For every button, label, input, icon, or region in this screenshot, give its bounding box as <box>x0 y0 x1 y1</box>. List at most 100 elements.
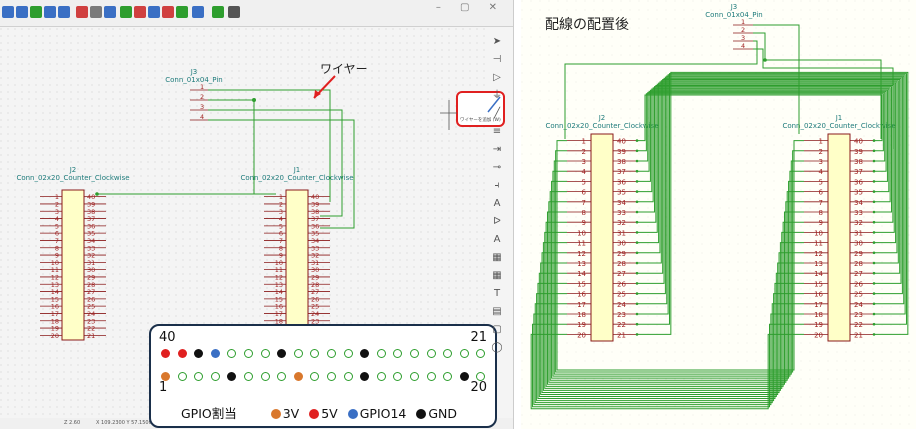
left-j2-body <box>61 189 85 341</box>
left-j1-pin-left: 8 <box>279 244 283 252</box>
right-j1-pin-left: 19 <box>814 321 823 329</box>
right-j1-pin-right: 32 <box>854 219 863 227</box>
toolbar-tool-icon[interactable] <box>76 6 88 18</box>
toolbar-tool-icon[interactable] <box>192 6 204 18</box>
side-tool-icon[interactable]: A <box>493 198 501 209</box>
left-j2-pin-right: 24 <box>87 310 95 318</box>
gpio-label-bottom-left: 1 <box>159 380 168 395</box>
side-tool-icon[interactable]: ➤ <box>492 36 502 47</box>
toolbar-tool-icon[interactable] <box>104 6 116 18</box>
wire-pair-left <box>553 160 804 375</box>
wire-pair-left <box>533 313 804 406</box>
wire-junction <box>635 312 639 316</box>
right-j1-pin-left: 9 <box>819 219 823 227</box>
wire-junction <box>872 169 876 173</box>
after-wiring-title: 配線の配置後 <box>545 17 629 33</box>
wire-junction <box>635 292 639 295</box>
side-tool-icon[interactable]: ▷ <box>493 72 501 83</box>
wire-junction <box>635 169 639 173</box>
left-j2-ref: J2 <box>69 166 77 174</box>
left-j2-pin-left: 4 <box>55 215 59 223</box>
right-j2-pin-left: 11 <box>577 240 586 248</box>
right-j2-pin-right: 29 <box>617 250 626 258</box>
side-tool-icon[interactable]: ⊸ <box>492 162 502 173</box>
wire-pair-right <box>637 94 883 142</box>
gpio-pin-dot <box>476 349 486 358</box>
gpio-pin-dot <box>227 349 237 358</box>
gpio-pin-dot <box>393 349 403 358</box>
side-tool-icon[interactable]: A <box>493 234 501 245</box>
gpio-pin-dot <box>310 372 320 381</box>
legend-5v: 5V <box>309 406 338 421</box>
left-j2-pin-right: 22 <box>87 325 95 333</box>
side-tool-icon[interactable]: ⏚ <box>492 90 502 101</box>
toolbar-tool-icon[interactable] <box>30 6 42 18</box>
toolbar-tool-icon[interactable] <box>228 6 240 18</box>
gpio-pin-dot <box>210 372 220 381</box>
toolbar-tool-icon[interactable] <box>58 6 70 18</box>
wire-junction <box>635 302 639 306</box>
toolbar-tool-icon[interactable] <box>148 6 160 18</box>
wire-junction <box>872 149 876 153</box>
side-tool-icon[interactable]: ᐅ <box>493 216 501 227</box>
toolbar-tool-icon[interactable] <box>212 6 224 18</box>
gpio-pin-dot <box>376 349 386 358</box>
side-tool-icon[interactable]: ▤ <box>492 306 502 317</box>
gpio-legend-title: GPIO割当 <box>181 406 237 421</box>
left-j2-pin-right: 37 <box>87 215 95 223</box>
left-j1-value: Conn_02x20_Counter_Clockwise <box>240 174 353 182</box>
window-controls[interactable]: – ▢ ✕ <box>435 2 505 13</box>
right-j3-pin: 1 <box>741 18 745 26</box>
left-j2-pin-right: 36 <box>87 222 95 230</box>
wire-pair-left <box>532 323 804 408</box>
right-j1-pin-right: 27 <box>854 270 863 278</box>
left-j2-pin-left: 1 <box>55 193 59 201</box>
right-j1-pin-left: 7 <box>819 199 823 207</box>
wire-junction <box>635 180 639 183</box>
side-tool-icon[interactable]: ⇥ <box>492 144 502 155</box>
right-j1-pin-left: 15 <box>814 280 823 288</box>
toolbar-tool-icon[interactable] <box>16 6 28 18</box>
side-tool-icon[interactable]: T <box>493 288 501 299</box>
left-j2-pin-right: 38 <box>87 208 95 216</box>
left-j1-pin-right: 28 <box>311 281 319 289</box>
toolbar-tool-icon[interactable] <box>90 6 102 18</box>
right-j2-pin-right: 21 <box>617 331 626 339</box>
right-j1-pin-right: 25 <box>854 291 863 299</box>
wire-junction <box>872 282 876 285</box>
left-j1-pin-left: 14 <box>275 288 283 296</box>
side-tool-icon[interactable]: ⊣ <box>492 54 502 65</box>
right-j2-pin-left: 4 <box>582 168 587 176</box>
toolbar-tool-icon[interactable] <box>2 6 14 18</box>
side-tool-icon[interactable]: ╱ <box>493 108 501 119</box>
right-j1-pin-right: 35 <box>854 189 863 197</box>
side-tool-icon[interactable]: ▢ <box>492 324 502 335</box>
right-j2-pin-left: 19 <box>577 321 586 329</box>
right-j2-pin-right: 33 <box>617 209 626 217</box>
toolbar-tool-icon[interactable] <box>162 6 174 18</box>
toolbar-tool-icon[interactable] <box>134 6 146 18</box>
main-toolbar <box>0 0 513 27</box>
side-tool-icon[interactable]: ◯ <box>491 342 503 353</box>
toolbar-tool-icon[interactable] <box>176 6 188 18</box>
side-tool-icon[interactable]: ⫞ <box>494 180 500 191</box>
wire-pair-right <box>637 90 887 172</box>
right-j2-pin-left: 12 <box>577 250 586 258</box>
right-j2-pin-right: 34 <box>617 199 626 207</box>
side-tool-icon[interactable]: ≡ <box>492 126 502 137</box>
right-j1-pin-right: 23 <box>854 311 863 319</box>
side-tool-icon[interactable]: ▦ <box>492 270 502 281</box>
side-tool-icon[interactable]: ▦ <box>492 252 502 263</box>
toolbar-tool-icon[interactable] <box>44 6 56 18</box>
annotation-arrow-head <box>314 90 321 98</box>
gpio-pin-dot <box>459 372 469 381</box>
wire-junction <box>872 271 876 275</box>
right-j2-pin-left: 7 <box>582 199 586 207</box>
left-j2-pin-left: 11 <box>51 266 59 274</box>
left-j2-pin-right: 21 <box>87 332 95 340</box>
gpio-pin-dot <box>293 372 303 381</box>
right-j2-pin-right: 27 <box>617 270 626 278</box>
toolbar-tool-icon[interactable] <box>120 6 132 18</box>
right-j1-pin-left: 1 <box>819 138 823 146</box>
